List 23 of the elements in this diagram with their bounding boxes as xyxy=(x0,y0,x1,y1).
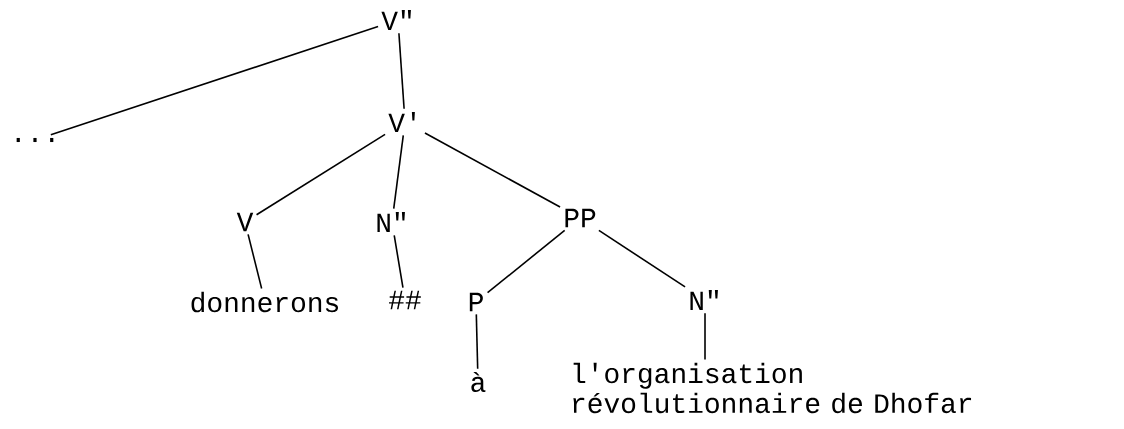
tree-branch xyxy=(398,32,405,110)
tree-branch xyxy=(486,229,566,294)
tree-branch xyxy=(50,25,379,136)
tree-label: V' xyxy=(388,111,415,133)
tree-label: l'organisation révolutionnaire de Dhofar xyxy=(573,362,972,414)
tree-label: donnerons xyxy=(191,291,338,313)
tree-label: PP xyxy=(565,208,596,228)
tree-label: V xyxy=(236,212,254,232)
tree-label: N" xyxy=(690,289,718,311)
tree-branch xyxy=(393,234,404,289)
tree-label: ... xyxy=(16,137,54,143)
tree-label: P xyxy=(469,292,483,312)
tree-branch xyxy=(475,313,479,370)
tree-label: à xyxy=(471,371,486,393)
tree-label: ## xyxy=(389,290,421,310)
tree-branch xyxy=(704,312,706,361)
tree-branch xyxy=(424,132,561,208)
tree-branch xyxy=(255,133,386,216)
tree-label: V" xyxy=(381,9,411,31)
tree-label: N" xyxy=(377,211,405,233)
tree-branch xyxy=(598,229,686,288)
tree-branch xyxy=(392,134,405,210)
tree-branch xyxy=(247,233,263,290)
